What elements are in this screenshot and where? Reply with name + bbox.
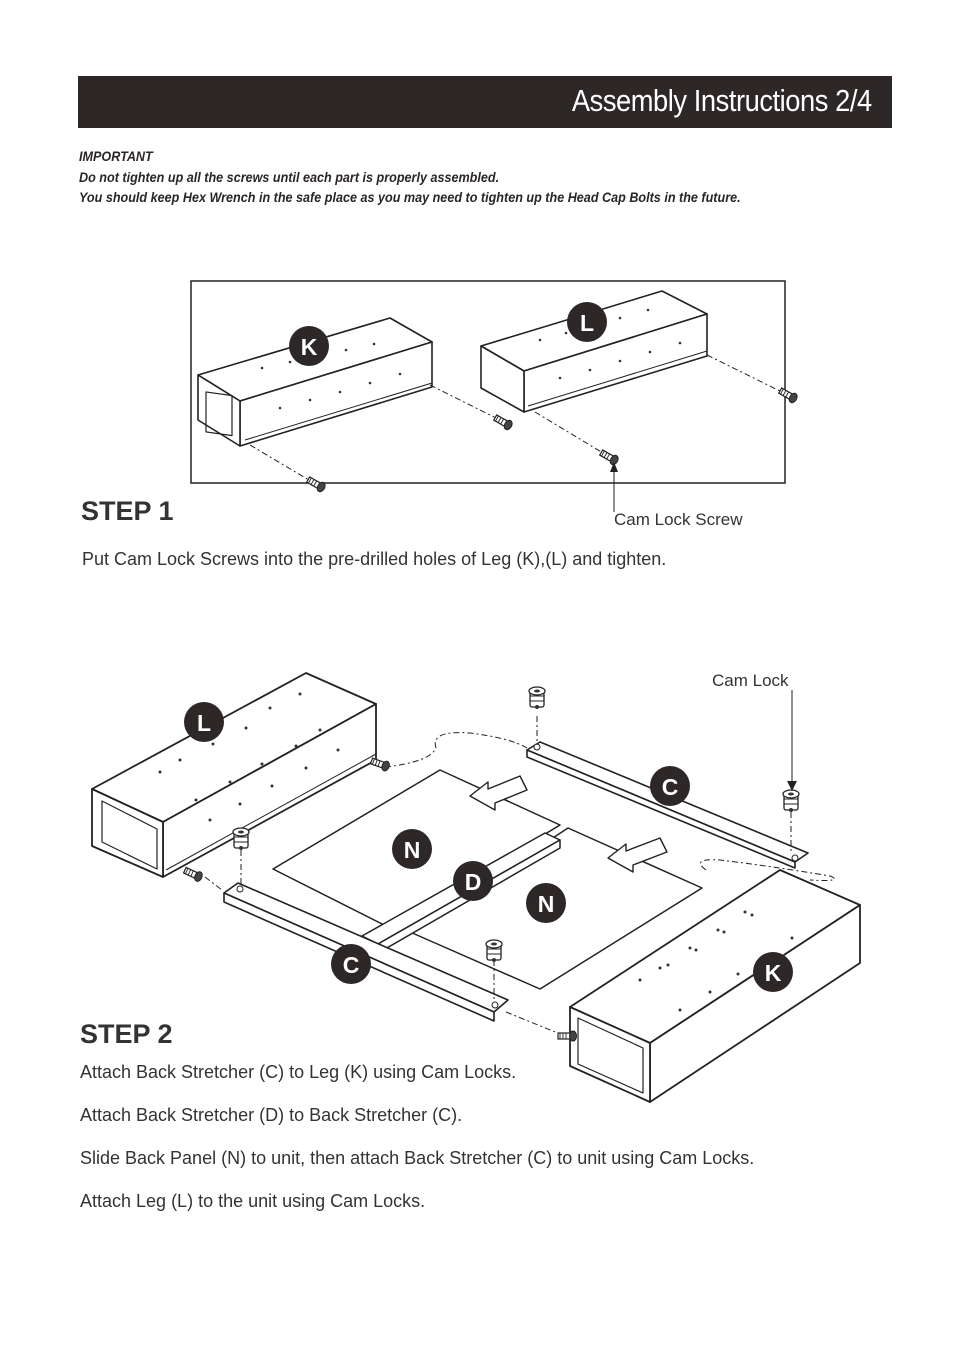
notice-heading: IMPORTANT <box>79 148 153 164</box>
cam-lock-screw-2 <box>492 412 515 432</box>
leg-l-screw-top <box>369 755 392 773</box>
cam-lock-label: Cam Lock <box>712 671 789 690</box>
badge-k-step2-label: K <box>765 960 782 986</box>
badge-l-step2-label: L <box>197 710 211 736</box>
cam-lock-2 <box>782 789 800 813</box>
leg-k-screw <box>557 1030 578 1042</box>
slide-arrow-right-icon <box>607 837 668 873</box>
badge-c-top-label: C <box>662 774 679 800</box>
badge-l-step1: L <box>567 302 607 342</box>
badge-l-step1-label: L <box>580 310 594 336</box>
cam-lock-screw-arrow-icon <box>610 462 618 472</box>
badge-n-left: N <box>392 829 432 869</box>
badge-n-right: N <box>526 883 566 923</box>
cam-lock-4 <box>485 939 503 963</box>
leg-l-screw-bottom <box>182 865 205 884</box>
step1-title: STEP 1 <box>81 496 174 526</box>
step1-guide-lines <box>249 354 787 484</box>
step2-instruction-1: Attach Back Stretcher (C) to Leg (K) usi… <box>80 1062 517 1082</box>
cam-lock-1 <box>528 686 546 710</box>
badge-k-step2: K <box>753 952 793 992</box>
slide-arrow-left-icon <box>469 775 528 811</box>
step2-guide-lines <box>204 716 835 1037</box>
notice-line-2: You should keep Hex Wrench in the safe p… <box>79 189 741 205</box>
badge-k-step1-label: K <box>301 334 318 360</box>
badge-k-step1: K <box>289 326 329 366</box>
cam-lock-screw-3 <box>598 447 621 467</box>
step1-frame <box>190 280 786 484</box>
badge-n-left-label: N <box>404 837 421 863</box>
step2-instruction-4: Attach Leg (L) to the unit using Cam Loc… <box>80 1191 426 1211</box>
header-banner: Assembly Instructions 2/4 <box>78 76 892 128</box>
badge-c-bottom: C <box>331 944 371 984</box>
leg-k-step2 <box>569 869 861 1103</box>
notice-line-1: Do not tighten up all the screws until e… <box>79 168 500 185</box>
cam-lock-3 <box>232 827 250 851</box>
leg-l-step1-holes <box>538 308 682 380</box>
step1-instruction: Put Cam Lock Screws into the pre-drilled… <box>82 549 667 569</box>
cam-lock-screw-label: Cam Lock Screw <box>614 510 743 529</box>
badge-d: D <box>453 861 493 901</box>
badge-c-top: C <box>650 766 690 806</box>
badge-d-label: D <box>465 869 482 895</box>
page-title: Assembly Instructions 2/4 <box>572 83 872 118</box>
badge-c-bottom-label: C <box>343 952 360 978</box>
cam-lock-screw-4 <box>777 385 800 405</box>
step2-instruction-3: Slide Back Panel (N) to unit, then attac… <box>80 1148 755 1168</box>
step2-instruction-2: Attach Back Stretcher (D) to Back Stretc… <box>80 1105 463 1125</box>
badge-n-right-label: N <box>538 891 555 917</box>
important-notice: IMPORTANT Do not tighten up all the scre… <box>79 146 814 208</box>
step2-title: STEP 2 <box>80 1019 173 1049</box>
leg-l-step2 <box>91 672 377 878</box>
badge-l-step2: L <box>184 702 224 742</box>
leg-l-step2-holes <box>158 692 340 822</box>
cam-lock-screw-1 <box>305 474 328 494</box>
cam-lock-arrow-icon <box>787 781 797 791</box>
